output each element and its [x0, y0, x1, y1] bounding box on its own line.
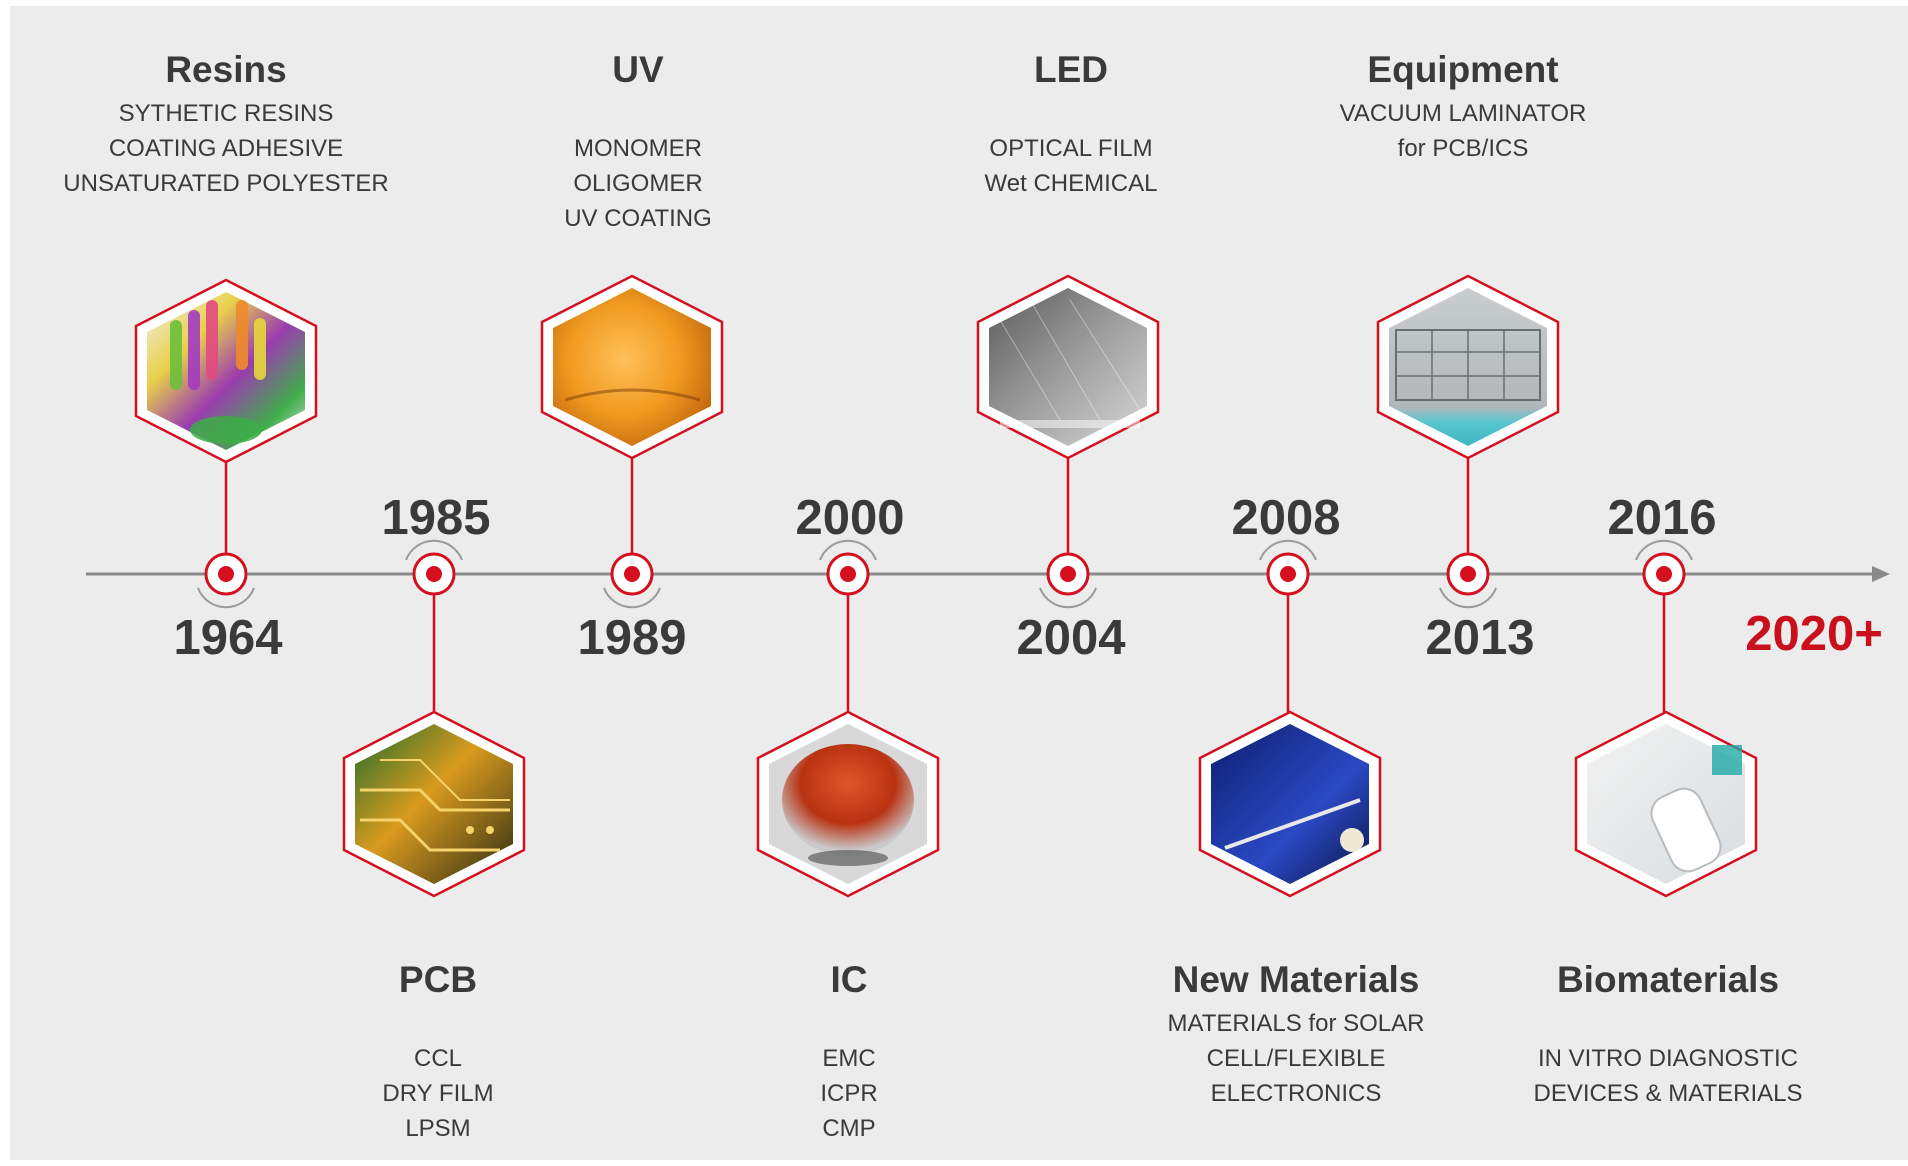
dot-1989 — [603, 552, 661, 609]
solar-cell-icon — [1211, 724, 1369, 884]
resins-title: Resins — [165, 49, 287, 90]
resins-line: COATING ADHESIVE — [108, 135, 344, 162]
dot-2004 — [1039, 552, 1097, 609]
equipment-title: Equipment — [1367, 49, 1559, 90]
pcb-line: CCL — [413, 1045, 463, 1072]
biomaterials-hexagon — [1574, 710, 1758, 898]
pcb-line: LPSM — [405, 1115, 471, 1142]
led-line: OPTICAL FILM — [989, 135, 1153, 162]
ic-block: IC EMC ICPR CMP — [820, 958, 877, 1146]
dot-2016 — [1635, 539, 1693, 596]
resins-line: UNSATURATED POLYESTER — [63, 170, 389, 197]
year-1989: 1989 — [577, 611, 687, 665]
new-materials-title: New Materials — [1172, 959, 1420, 1000]
pcb-block: PCB CCL DRY FILM LPSM — [382, 958, 493, 1146]
year-2020-plus: 2020+ — [1745, 607, 1883, 661]
uv-description: MONOMER OLIGOMER UV COATING — [564, 131, 712, 236]
equipment-description: VACUUM LAMINATOR for PCB/ICS — [1340, 96, 1587, 166]
new-materials-hexagon — [1198, 710, 1382, 898]
new-materials-line: CELL/FLEXIBLE — [1206, 1045, 1386, 1072]
equipment-line: VACUUM LAMINATOR — [1339, 100, 1587, 127]
ic-description: EMC ICPR CMP — [820, 1041, 877, 1146]
year-2016: 2016 — [1607, 491, 1717, 545]
ic-line: EMC — [822, 1045, 876, 1072]
timeline-arrow-head — [1872, 566, 1890, 582]
dot-2008 — [1259, 539, 1317, 596]
dot-2000 — [819, 539, 877, 596]
biomaterials-title: Biomaterials — [1556, 959, 1780, 1000]
year-2004: 2004 — [1016, 611, 1126, 665]
pcb-line: DRY FILM — [382, 1080, 494, 1107]
biomaterials-block: Biomaterials IN VITRO DIAGNOSTIC DEVICES… — [1534, 958, 1803, 1111]
resins-description: SYTHETIC RESINS COATING ADHESIVE UNSATUR… — [63, 96, 388, 201]
new-materials-block: New Materials MATERIALS for SOLAR CELL/F… — [1168, 958, 1425, 1111]
new-materials-description: MATERIALS for SOLAR CELL/FLEXIBLE ELECTR… — [1168, 1006, 1425, 1111]
uv-title: UV — [612, 49, 664, 90]
uv-line: OLIGOMER — [573, 170, 703, 197]
uv-block: UV MONOMER OLIGOMER UV COATING — [564, 48, 712, 236]
led-title: LED — [1033, 49, 1108, 90]
uv-glow-icon — [553, 288, 711, 446]
year-2008: 2008 — [1231, 491, 1341, 545]
biomaterials-line: IN VITRO DIAGNOSTIC — [1537, 1045, 1798, 1072]
resins-block: Resins SYTHETIC RESINS COATING ADHESIVE … — [63, 48, 388, 201]
new-materials-line: ELECTRONICS — [1210, 1080, 1382, 1107]
uv-line: MONOMER — [574, 135, 702, 162]
dot-2013 — [1439, 552, 1497, 609]
led-description: OPTICAL FILM Wet CHEMICAL — [985, 131, 1158, 201]
dot-1964 — [197, 552, 255, 609]
dot-1985 — [405, 539, 463, 596]
year-1985: 1985 — [381, 491, 491, 545]
uv-line: UV COATING — [564, 205, 712, 232]
timeline-panel — [10, 6, 1908, 1160]
year-2000: 2000 — [795, 491, 905, 545]
led-block: LED OPTICAL FILM Wet CHEMICAL — [985, 48, 1158, 201]
uv-hexagon — [540, 274, 724, 460]
pcb-title: PCB — [398, 959, 478, 1000]
year-2013: 2013 — [1425, 611, 1535, 665]
biomaterials-description: IN VITRO DIAGNOSTIC DEVICES & MATERIALS — [1534, 1041, 1803, 1111]
new-materials-line: MATERIALS for SOLAR — [1167, 1010, 1425, 1037]
resins-line: SYTHETIC RESINS — [118, 100, 334, 127]
ic-line: ICPR — [820, 1080, 878, 1107]
equipment-block: Equipment VACUUM LAMINATOR for PCB/ICS — [1340, 48, 1587, 166]
pcb-description: CCL DRY FILM LPSM — [382, 1041, 493, 1146]
ic-hexagon — [756, 710, 940, 898]
ic-line: CMP — [822, 1115, 876, 1142]
led-hexagon — [976, 274, 1160, 460]
year-1964: 1964 — [173, 611, 283, 665]
ic-title: IC — [830, 959, 868, 1000]
biomaterials-line: DEVICES & MATERIALS — [1533, 1080, 1803, 1107]
equipment-line: for PCB/ICS — [1397, 135, 1529, 162]
resins-hexagon — [134, 278, 318, 464]
led-line: Wet CHEMICAL — [984, 170, 1158, 197]
led-film-icon — [989, 288, 1147, 446]
equipment-hexagon — [1376, 274, 1560, 460]
pcb-hexagon — [342, 710, 526, 898]
